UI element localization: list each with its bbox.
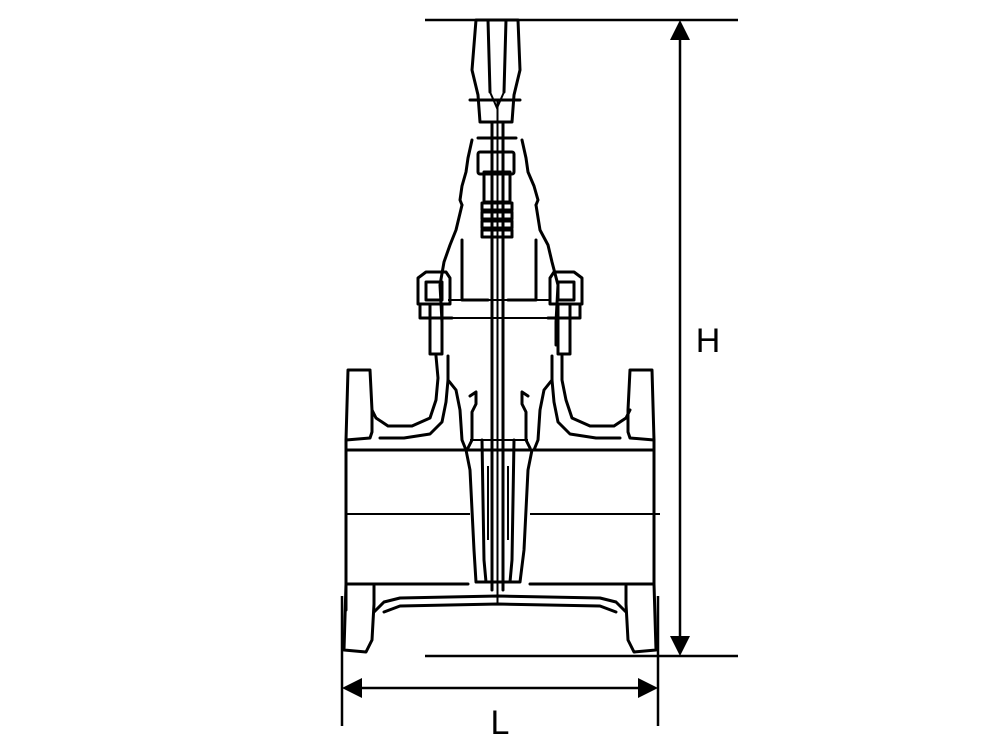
height-label: H [696,322,721,360]
flange-left [342,368,376,654]
arrow-down-icon [670,636,690,656]
valve-stem [490,100,505,605]
bonnet [438,136,560,347]
extension-lines [340,18,738,726]
arrow-right-icon [638,678,658,698]
arrow-left-icon [342,678,362,698]
length-dimension: L [342,678,658,742]
body-upper [370,354,632,452]
handwheel-cap [468,18,522,124]
height-dimension: H [670,20,720,656]
body-lower [344,448,660,614]
bonnet-bolt-right [546,270,584,356]
arrow-up-icon [670,20,690,40]
length-label: L [491,704,510,742]
bonnet-bolt-left [416,270,454,356]
gate-wedge [464,390,534,584]
